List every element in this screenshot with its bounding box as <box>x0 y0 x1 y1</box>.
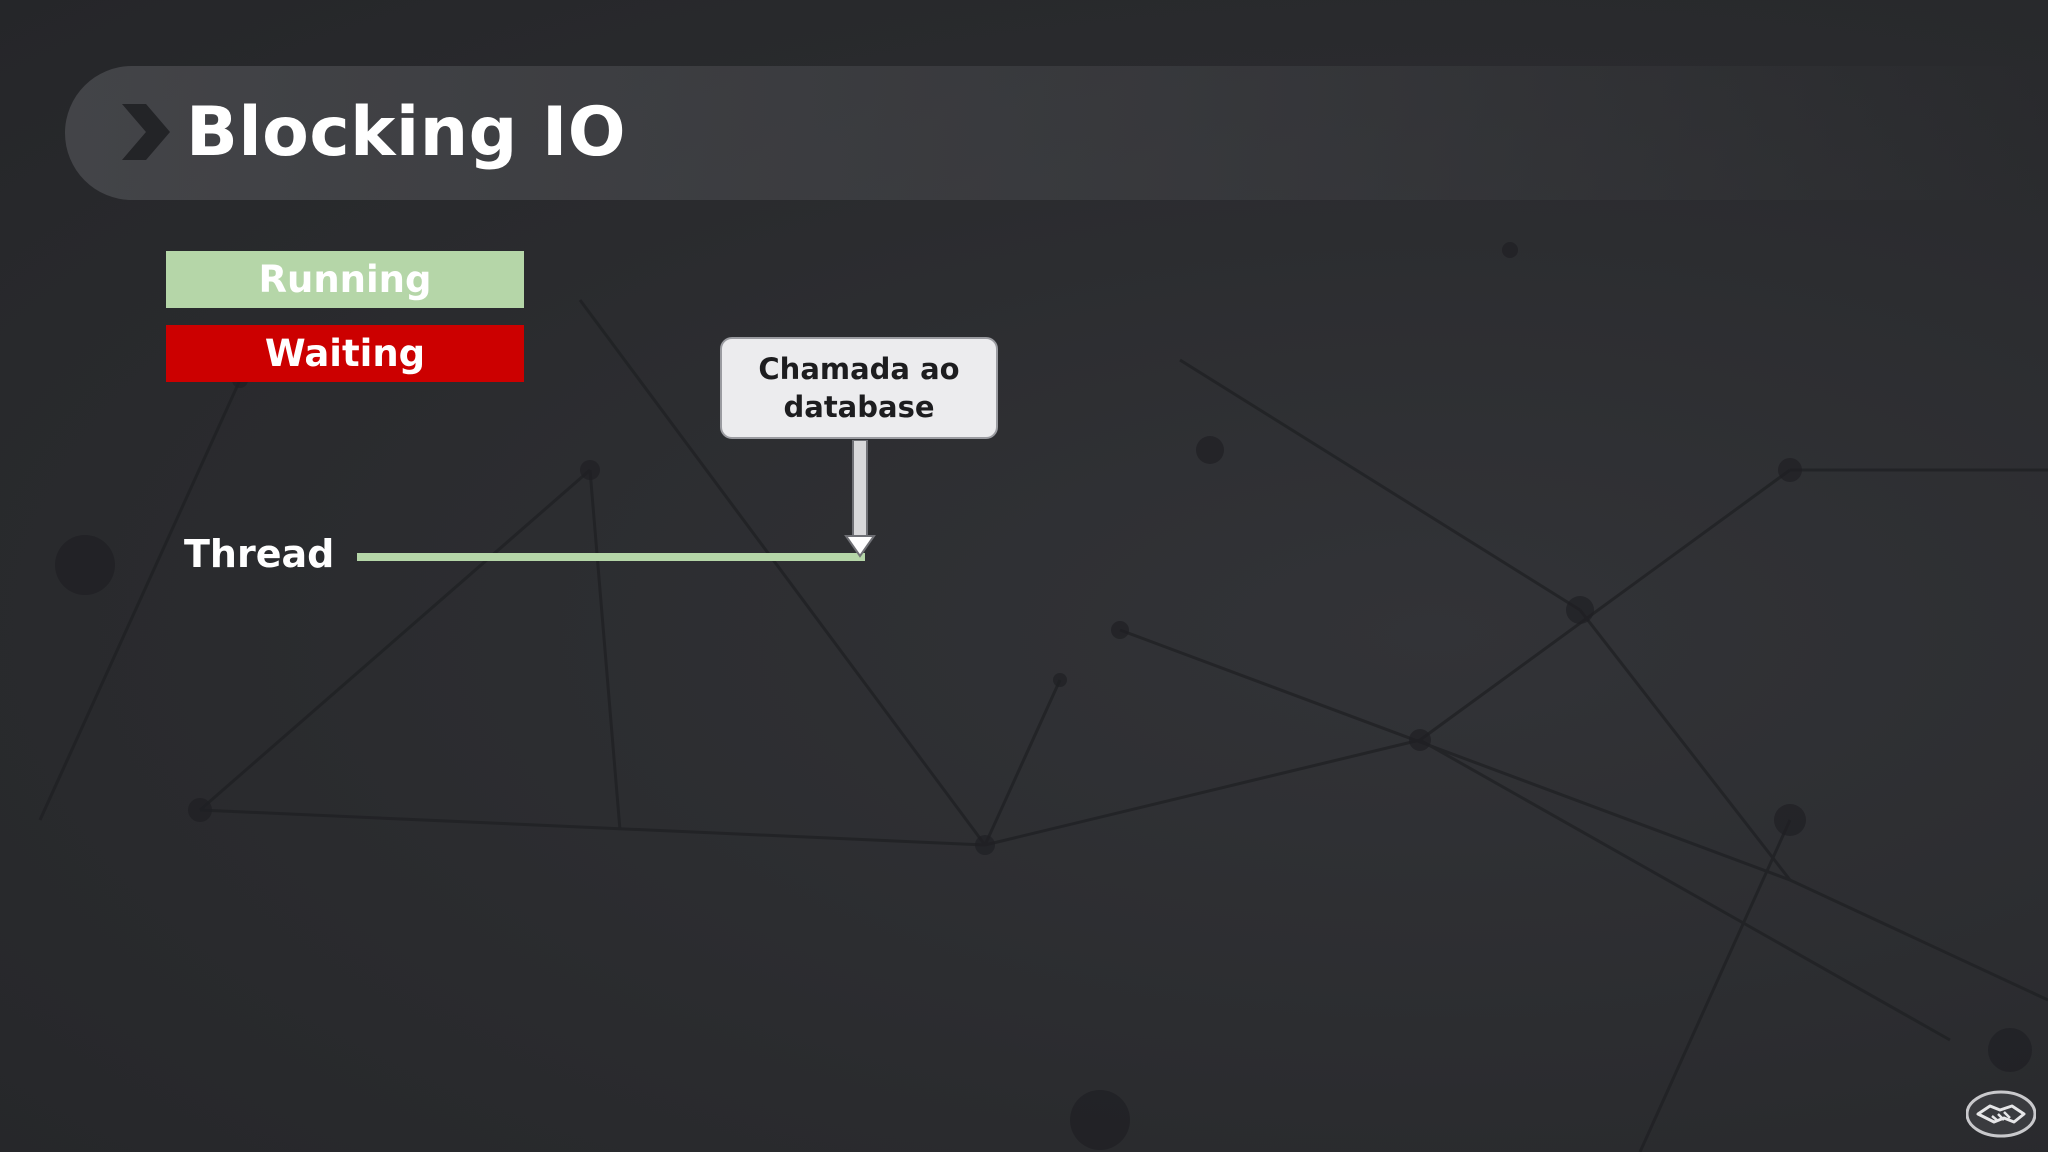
legend-running: Running <box>166 251 524 308</box>
callout-line-2: database <box>783 390 935 424</box>
thread-label: Thread <box>184 532 335 576</box>
handshake-icon <box>1966 1090 2036 1138</box>
page-title: Blocking IO <box>186 93 627 172</box>
database-call-callout: Chamada ao database <box>720 337 998 439</box>
arrow-down-icon <box>844 440 876 558</box>
thread-running-line <box>357 553 865 561</box>
title-bar <box>65 66 2048 200</box>
chevron-right-icon <box>122 104 170 160</box>
legend-waiting: Waiting <box>166 325 524 382</box>
callout-line-1: Chamada ao <box>758 352 960 386</box>
